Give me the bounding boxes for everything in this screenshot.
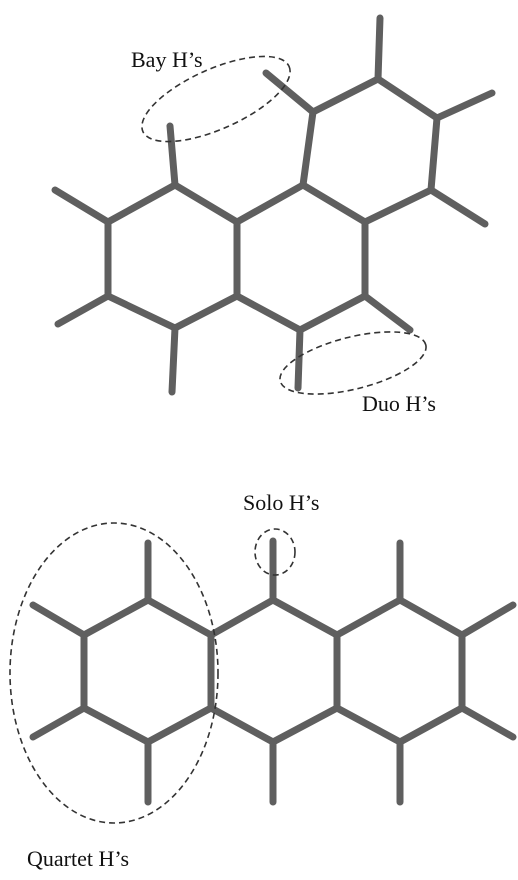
bay-h-bond bbox=[166, 122, 179, 189]
h-bond bbox=[54, 292, 112, 328]
bond bbox=[80, 596, 152, 639]
solo-h-label: Solo H’s bbox=[243, 490, 319, 515]
bond bbox=[144, 704, 215, 746]
solo-h-region bbox=[254, 528, 296, 576]
quartet-h-bond bbox=[29, 704, 88, 741]
bond bbox=[396, 704, 466, 746]
bottom-left-ring bbox=[80, 596, 215, 746]
duo-h-label: Duo H’s bbox=[362, 391, 436, 416]
top-left-ring bbox=[104, 181, 241, 332]
bond bbox=[104, 181, 179, 226]
bond bbox=[233, 292, 304, 334]
bottom-molecule: Solo H’s Quartet H’s bbox=[9, 490, 517, 871]
h-bond bbox=[427, 186, 489, 228]
bond bbox=[233, 181, 307, 226]
top-molecule: Bay H’s Duo H’s bbox=[51, 14, 496, 416]
quartet-h-bond bbox=[29, 601, 88, 639]
bottom-hydrogens bbox=[29, 537, 517, 806]
bottom-middle-ring bbox=[207, 596, 341, 746]
bay-h-label: Bay H’s bbox=[131, 47, 203, 72]
quartet-h-label: Quartet H’s bbox=[27, 846, 129, 871]
bond bbox=[80, 704, 152, 746]
h-bond bbox=[374, 14, 384, 83]
bond bbox=[296, 292, 369, 334]
bond bbox=[269, 704, 341, 746]
bay-h-region bbox=[141, 55, 291, 143]
h-bond bbox=[433, 89, 496, 122]
bond bbox=[299, 108, 317, 189]
bond bbox=[427, 114, 441, 194]
bond bbox=[309, 75, 382, 116]
bond bbox=[333, 704, 404, 746]
bond bbox=[396, 596, 466, 639]
top-middle-ring bbox=[233, 181, 369, 334]
h-bond bbox=[51, 186, 112, 226]
bond bbox=[374, 75, 441, 122]
h-bond bbox=[458, 704, 517, 741]
bond bbox=[207, 596, 277, 639]
top-hydrogens bbox=[51, 14, 496, 396]
bottom-right-ring bbox=[333, 596, 466, 746]
duo-h-bond bbox=[361, 292, 414, 334]
bond bbox=[269, 596, 341, 639]
bond bbox=[144, 596, 215, 639]
bond bbox=[171, 292, 241, 332]
h-bond bbox=[168, 324, 179, 396]
quartet-h-region bbox=[9, 522, 219, 824]
bond bbox=[361, 186, 435, 226]
bond bbox=[171, 181, 241, 226]
bond bbox=[104, 292, 179, 332]
bond bbox=[299, 181, 369, 226]
bond bbox=[207, 704, 277, 746]
duo-h-bond bbox=[294, 326, 304, 392]
h-bond bbox=[458, 601, 517, 639]
bond bbox=[333, 596, 404, 639]
top-right-ring bbox=[299, 75, 441, 226]
bay-h-bond bbox=[262, 69, 317, 116]
duo-h-region bbox=[279, 331, 427, 395]
